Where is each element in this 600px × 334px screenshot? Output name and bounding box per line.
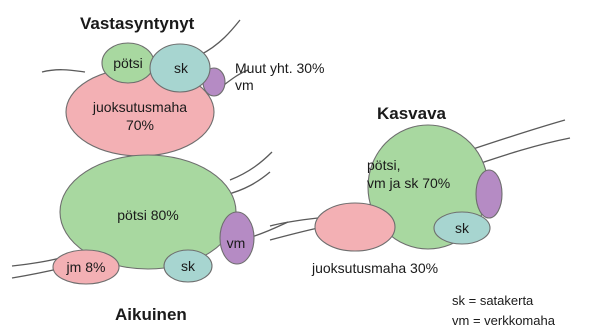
newborn-rumen-label: pötsi	[113, 55, 143, 71]
growing-esophagus-line	[470, 120, 565, 150]
newborn-reticulum-label: vm	[235, 77, 254, 93]
growing-intestine-line-2	[270, 228, 318, 240]
legend-omasum: sk = satakerta	[452, 293, 534, 308]
adult-group: pötsi 80% vm sk jm 8% Aikuinen	[12, 152, 288, 324]
newborn-others-label: Muut yht. 30%	[235, 60, 325, 76]
newborn-title: Vastasyntynyt	[80, 14, 195, 33]
newborn-esophagus-line	[200, 20, 240, 55]
growing-intestine-line-1	[270, 218, 318, 226]
growing-esophagus-line-2	[478, 138, 570, 164]
growing-abomasum-label: juoksutusmaha 30%	[311, 260, 438, 276]
legend-reticulum: vm = verkkomaha	[452, 313, 556, 328]
adult-reticulum-label: vm	[227, 235, 246, 251]
newborn-group: Vastasyntynyt pötsi sk Muut yht. 30% vm …	[42, 14, 325, 156]
adult-title: Aikuinen	[115, 305, 187, 324]
growing-rumen-percent: vm ja sk 70%	[367, 175, 450, 191]
growing-rumen-label: pötsi,	[367, 157, 400, 173]
newborn-duct-line	[42, 70, 85, 72]
growing-abomasum	[315, 203, 395, 251]
legend: sk = satakerta vm = verkkomaha	[452, 293, 556, 328]
newborn-abomasum-percent: 70%	[126, 117, 154, 133]
adult-omasum-label: sk	[181, 258, 196, 274]
adult-abomasum-label: jm 8%	[66, 259, 106, 275]
newborn-abomasum-label: juoksutusmaha	[92, 99, 187, 115]
adult-rumen-label: pötsi 80%	[117, 207, 178, 223]
growing-group: Kasvava pötsi, vm ja sk 70% sk juoksutus…	[270, 104, 570, 276]
growing-omasum-label: sk	[455, 220, 470, 236]
adult-esophagus-line-2	[225, 172, 270, 195]
newborn-omasum-label: sk	[174, 60, 189, 76]
growing-reticulum	[476, 170, 502, 218]
growing-title: Kasvava	[377, 104, 447, 123]
